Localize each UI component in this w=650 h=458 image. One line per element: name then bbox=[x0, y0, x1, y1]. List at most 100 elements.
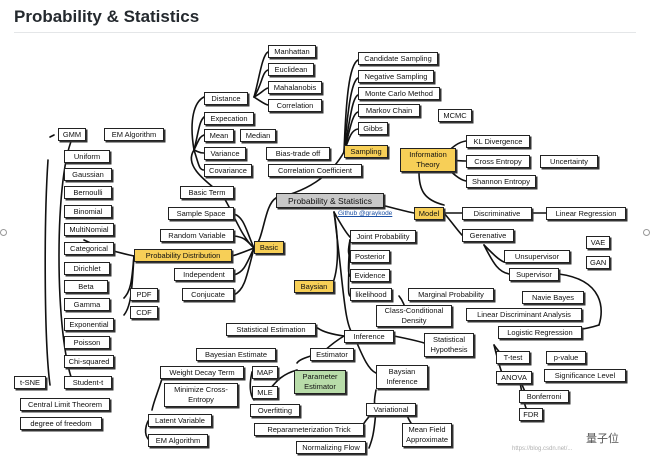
node-statistical-estimation[interactable]: Statistical Estimation bbox=[226, 323, 316, 336]
root-node[interactable]: Probability & Statistics bbox=[276, 193, 384, 208]
node-parameter-estimator[interactable]: Parameter Estimator bbox=[294, 370, 346, 394]
node-covariance[interactable]: Covariance bbox=[204, 164, 252, 177]
node-uniform[interactable]: Uniform bbox=[64, 150, 110, 163]
node-naive-bayes[interactable]: Navie Bayes bbox=[522, 291, 584, 304]
node-binomial[interactable]: Binomial bbox=[64, 205, 112, 218]
node-independent[interactable]: Independent bbox=[174, 268, 234, 281]
node-tsne[interactable]: t-SNE bbox=[14, 376, 46, 389]
node-unsupervisor[interactable]: Unsupervisor bbox=[504, 250, 570, 263]
node-degree-of-freedom[interactable]: degree of freedom bbox=[20, 417, 102, 430]
node-poisson[interactable]: Poisson bbox=[64, 336, 110, 349]
title-divider bbox=[14, 32, 636, 33]
node-likelihood[interactable]: likelihood bbox=[350, 288, 392, 301]
node-latent-variable[interactable]: Latent Variable bbox=[148, 414, 212, 427]
node-evidence[interactable]: Evidence bbox=[350, 269, 390, 282]
node-bias-tradeoff[interactable]: Bias-trade off bbox=[266, 147, 330, 160]
node-conjucate[interactable]: Conjucate bbox=[182, 288, 234, 301]
node-gamma[interactable]: Gamma bbox=[64, 298, 110, 311]
node-lda[interactable]: Linear Discriminant Analysis bbox=[466, 308, 582, 321]
node-chi-squared[interactable]: Chi-squared bbox=[64, 355, 114, 368]
node-minimize-cross-entropy[interactable]: Minimize Cross-Entropy bbox=[164, 383, 238, 407]
node-cross-entropy[interactable]: Cross Entropy bbox=[466, 155, 530, 168]
node-multinomial[interactable]: MultiNomial bbox=[64, 223, 114, 236]
node-central-limit-theorem[interactable]: Central Limit Theorem bbox=[20, 398, 110, 411]
node-baysian[interactable]: Baysian bbox=[294, 280, 334, 293]
page-title: Probability & Statistics bbox=[14, 7, 200, 26]
node-bayesian-estimate[interactable]: Bayesian Estimate bbox=[196, 348, 276, 361]
node-logistic-regression[interactable]: Logistic Regression bbox=[498, 326, 582, 339]
node-em-algorithm-top[interactable]: EM Algorithm bbox=[104, 128, 164, 141]
node-gibbs[interactable]: Gibbs bbox=[358, 122, 388, 135]
node-mean-field-approximate[interactable]: Mean Field Approximate bbox=[402, 423, 452, 447]
node-cdf[interactable]: CDF bbox=[130, 306, 158, 319]
node-markov-chain[interactable]: Markov Chain bbox=[358, 104, 420, 117]
node-gaussian[interactable]: Gaussian bbox=[64, 168, 112, 181]
node-euclidean[interactable]: Euclidean bbox=[268, 63, 314, 76]
node-anova[interactable]: ANOVA bbox=[496, 371, 532, 384]
left-resize-handle[interactable] bbox=[0, 229, 7, 236]
node-student-t[interactable]: Student-t bbox=[64, 376, 112, 389]
node-mean[interactable]: Mean bbox=[204, 129, 234, 142]
node-negative-sampling[interactable]: Negative Sampling bbox=[358, 70, 434, 83]
node-inference[interactable]: Inference bbox=[344, 330, 394, 343]
node-joint-probability[interactable]: Joint Probability bbox=[350, 230, 416, 243]
node-shannon-entropy[interactable]: Shannon Entropy bbox=[466, 175, 536, 188]
node-statistical-hypothesis[interactable]: Statistical Hypothesis bbox=[424, 333, 474, 357]
node-uncertainty[interactable]: Uncertainty bbox=[540, 155, 598, 168]
node-dirichlet[interactable]: Dirichlet bbox=[64, 262, 110, 275]
node-estimator[interactable]: Estimator bbox=[310, 348, 354, 361]
node-bonferroni[interactable]: Bonferroni bbox=[519, 390, 569, 403]
node-mcmc[interactable]: MCMC bbox=[438, 109, 472, 122]
node-posterior[interactable]: Posterior bbox=[350, 250, 390, 263]
node-candidate-sampling[interactable]: Candidate Sampling bbox=[358, 52, 438, 65]
node-ttest[interactable]: T-test bbox=[496, 351, 530, 364]
node-variance[interactable]: Variance bbox=[204, 147, 246, 160]
mindmap-canvas: Probability & Statistics Github @graykod… bbox=[14, 40, 632, 456]
node-overfitting[interactable]: Overfitting bbox=[250, 404, 300, 417]
node-bernoulli[interactable]: Bernoulli bbox=[64, 186, 112, 199]
node-gmm[interactable]: GMM bbox=[58, 128, 86, 141]
node-weight-decay-term[interactable]: Weight Decay Term bbox=[160, 366, 244, 379]
node-exponential[interactable]: Exponential bbox=[64, 318, 114, 331]
node-variational[interactable]: Variational bbox=[366, 403, 416, 416]
node-correlation[interactable]: Correlation bbox=[268, 99, 322, 112]
node-normalizing-flow[interactable]: Normalizing Flow bbox=[296, 441, 366, 454]
node-vae[interactable]: VAE bbox=[586, 236, 610, 249]
node-discriminative[interactable]: Discriminative bbox=[462, 207, 532, 220]
node-baysian-inference[interactable]: Baysian Inference bbox=[376, 365, 428, 389]
node-beta[interactable]: Beta bbox=[64, 280, 108, 293]
node-gan[interactable]: GAN bbox=[586, 256, 610, 269]
node-model[interactable]: Model bbox=[414, 207, 444, 220]
node-kl-divergence[interactable]: KL Divergence bbox=[466, 135, 530, 148]
node-pdf[interactable]: PDF bbox=[130, 288, 158, 301]
node-mahalanobis[interactable]: Mahalanobis bbox=[268, 81, 322, 94]
node-information-theory[interactable]: Information Theory bbox=[400, 148, 456, 172]
node-reparameterization-trick[interactable]: Reparameterization Trick bbox=[254, 423, 364, 436]
node-pvalue[interactable]: p-value bbox=[546, 351, 586, 364]
node-mle[interactable]: MLE bbox=[252, 386, 278, 399]
node-significance-level[interactable]: Significance Level bbox=[544, 369, 626, 382]
node-marginal-probability[interactable]: Marginal Probability bbox=[408, 288, 494, 301]
node-generative[interactable]: Gerenative bbox=[462, 229, 514, 242]
node-fdr[interactable]: FDR bbox=[519, 408, 543, 421]
node-linear-regression[interactable]: Linear Regression bbox=[546, 207, 626, 220]
node-probability-distribution[interactable]: Probability Distribution bbox=[134, 249, 232, 262]
node-monte-carlo[interactable]: Monte Carlo Method bbox=[358, 87, 440, 100]
node-categorical[interactable]: Categorical bbox=[64, 242, 114, 255]
node-sampling[interactable]: Sampling bbox=[344, 145, 388, 158]
node-sample-space[interactable]: Sample Space bbox=[168, 207, 234, 220]
node-median[interactable]: Median bbox=[240, 129, 276, 142]
node-basic-term[interactable]: Basic Term bbox=[180, 186, 234, 199]
node-supervisor[interactable]: Supervisor bbox=[509, 268, 559, 281]
node-em-algorithm-bottom[interactable]: EM Algorithm bbox=[148, 434, 208, 447]
node-random-variable[interactable]: Random Variable bbox=[160, 229, 234, 242]
node-manhattan[interactable]: Manhattan bbox=[268, 45, 316, 58]
node-class-conditional-density[interactable]: Class-Conditional Density bbox=[376, 305, 452, 327]
right-resize-handle[interactable] bbox=[643, 229, 650, 236]
node-distance[interactable]: Distance bbox=[204, 92, 248, 105]
node-map[interactable]: MAP bbox=[252, 366, 278, 379]
node-correlation-coefficient[interactable]: Correlation Coefficient bbox=[268, 164, 362, 177]
node-expecation[interactable]: Expecation bbox=[204, 112, 254, 125]
node-basic[interactable]: Basic bbox=[254, 241, 284, 254]
github-link[interactable]: Github @graykode bbox=[338, 210, 393, 217]
